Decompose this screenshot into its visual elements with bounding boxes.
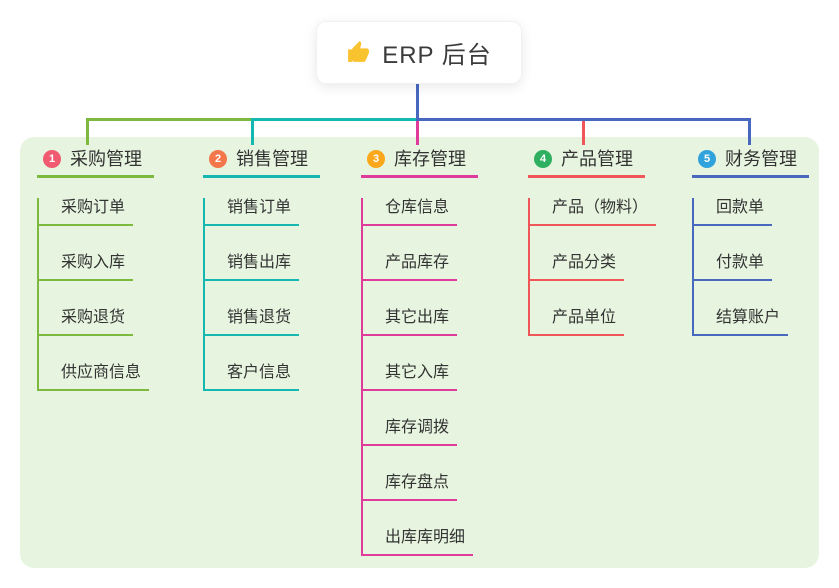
connector-drop-branch3 [416, 121, 419, 145]
mindmap-node[interactable]: 产品（物料） [530, 198, 657, 226]
branch-label: 财务管理 [725, 149, 797, 169]
branch-inventory-header[interactable]: 3 库存管理 [361, 146, 478, 178]
branch-number-badge: 2 [209, 150, 227, 168]
branch-sales-header[interactable]: 2 销售管理 [203, 146, 320, 178]
mindmap-node[interactable]: 采购入库 [39, 253, 134, 281]
branch-number-badge: 5 [698, 150, 716, 168]
mindmap-node[interactable]: 销售出库 [205, 253, 300, 281]
connector-root-stem [416, 82, 419, 121]
branch-sales-items: 销售订单 销售出库 销售退货 客户信息 [203, 198, 320, 391]
connector-bus-branch5 [417, 118, 751, 121]
branch-number-badge: 1 [43, 150, 61, 168]
mindmap-node[interactable]: 其它入库 [363, 363, 458, 391]
mindmap-node[interactable]: 销售订单 [205, 198, 300, 226]
mindmap-node[interactable]: 出库库明细 [363, 528, 474, 556]
mindmap-node[interactable]: 付款单 [694, 253, 773, 281]
mindmap-node[interactable]: 产品库存 [363, 253, 458, 281]
connector-bus-branch2 [252, 118, 417, 121]
branch-purchase-items: 采购订单 采购入库 采购退货 供应商信息 [37, 198, 154, 391]
mindmap-node[interactable]: 库存盘点 [363, 473, 458, 501]
mindmap-node[interactable]: 回款单 [694, 198, 773, 226]
mindmap-node[interactable]: 采购订单 [39, 198, 134, 226]
connector-bus-branch1 [86, 118, 252, 121]
branch-product: 4 产品管理 产品（物料） 产品分类 产品单位 [528, 146, 657, 336]
mindmap-node[interactable]: 仓库信息 [363, 198, 458, 226]
branch-label: 产品管理 [561, 149, 633, 169]
branch-label: 销售管理 [236, 149, 308, 169]
branch-purchase-header[interactable]: 1 采购管理 [37, 146, 154, 178]
mindmap-node[interactable]: 采购退货 [39, 308, 134, 336]
branch-inventory: 3 库存管理 仓库信息 产品库存 其它出库 其它入库 库存调拨 库存盘点 出库库… [361, 146, 478, 556]
mindmap-node[interactable]: 其它出库 [363, 308, 458, 336]
thumbs-up-icon [346, 40, 371, 65]
mindmap-node[interactable]: 结算账户 [694, 308, 789, 336]
connector-drop-branch5 [748, 118, 751, 145]
branch-sales: 2 销售管理 销售订单 销售出库 销售退货 客户信息 [203, 146, 320, 391]
branch-number-badge: 3 [367, 150, 385, 168]
mindmap-node[interactable]: 供应商信息 [39, 363, 150, 391]
branch-label: 库存管理 [394, 149, 466, 169]
branch-finance: 5 财务管理 回款单 付款单 结算账户 [692, 146, 809, 336]
connector-drop-branch4 [582, 121, 585, 145]
branch-finance-header[interactable]: 5 财务管理 [692, 146, 809, 178]
branch-finance-items: 回款单 付款单 结算账户 [692, 198, 809, 336]
mindmap-canvas [20, 137, 819, 568]
root-node-label: ERP 后台 [382, 42, 492, 69]
mindmap-node[interactable]: 销售退货 [205, 308, 300, 336]
mindmap-node[interactable]: 产品分类 [530, 253, 625, 281]
mindmap-node[interactable]: 产品单位 [530, 308, 625, 336]
connector-drop-branch1 [86, 118, 89, 145]
branch-product-header[interactable]: 4 产品管理 [528, 146, 645, 178]
root-node[interactable]: ERP 后台 [316, 21, 522, 84]
branch-label: 采购管理 [70, 149, 142, 169]
branch-product-items: 产品（物料） 产品分类 产品单位 [528, 198, 657, 336]
branch-number-badge: 4 [534, 150, 552, 168]
branch-purchase: 1 采购管理 采购订单 采购入库 采购退货 供应商信息 [37, 146, 154, 391]
connector-drop-branch2 [251, 118, 254, 145]
mindmap-node[interactable]: 客户信息 [205, 363, 300, 391]
mindmap-node[interactable]: 库存调拨 [363, 418, 458, 446]
branch-inventory-items: 仓库信息 产品库存 其它出库 其它入库 库存调拨 库存盘点 出库库明细 [361, 198, 478, 556]
